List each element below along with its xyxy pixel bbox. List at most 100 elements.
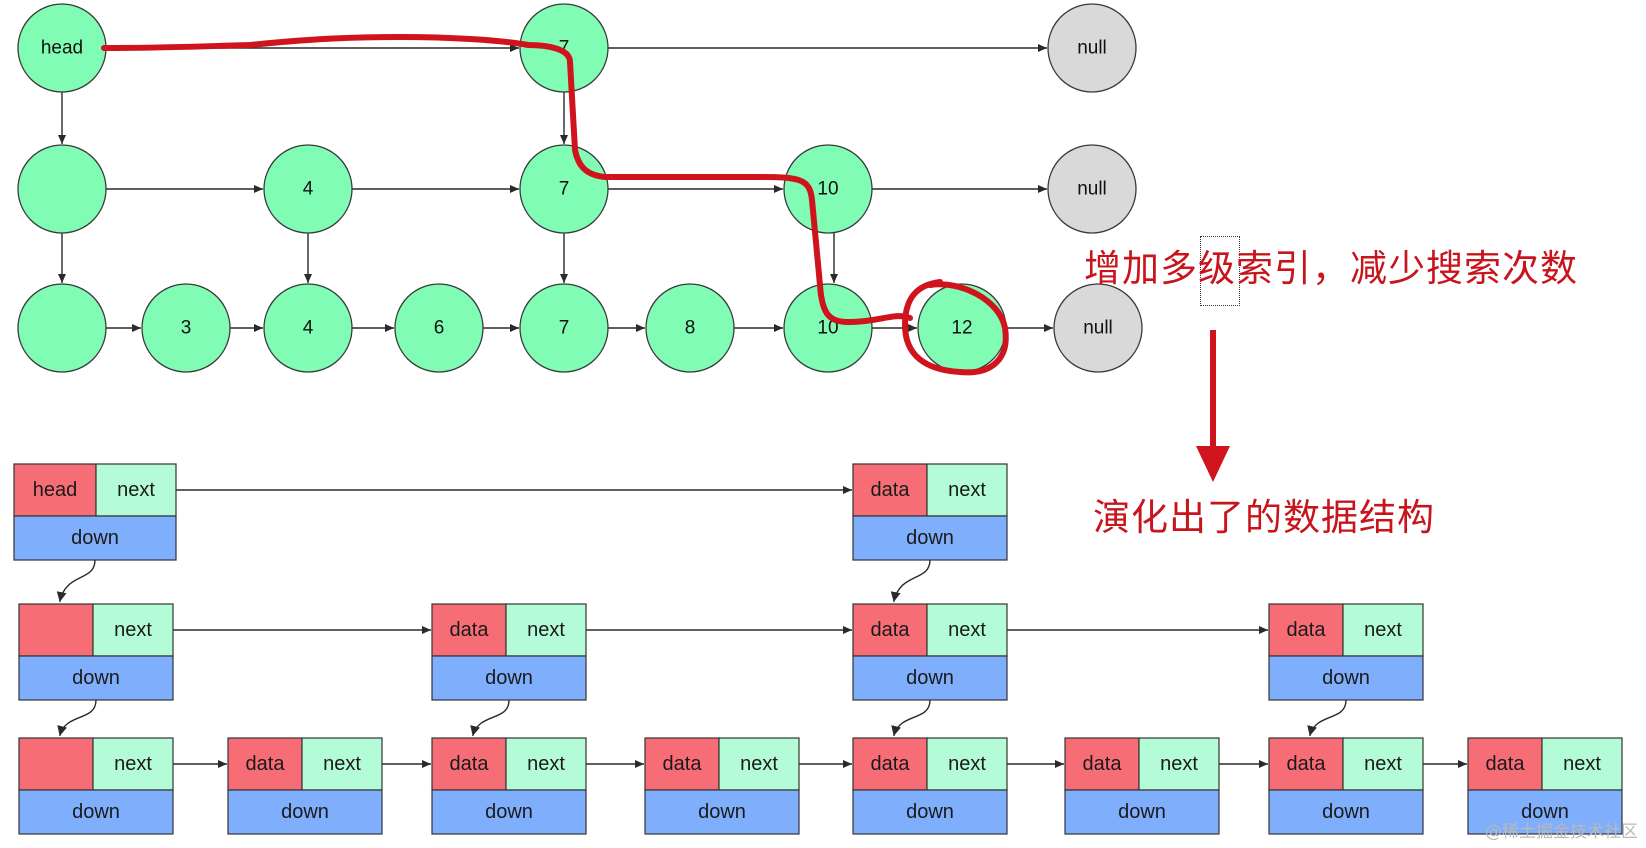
data-cell	[18, 603, 94, 657]
down-label: down	[485, 667, 533, 689]
skiplist-node	[783, 283, 873, 373]
next-label: next	[323, 753, 361, 775]
data-label: data	[871, 619, 911, 641]
node-label: 4	[303, 179, 314, 200]
null-node	[1053, 283, 1143, 373]
data-label: data	[1287, 753, 1327, 775]
down-label: down	[72, 667, 120, 689]
skiplist-node	[263, 283, 353, 373]
next-label: next	[948, 753, 986, 775]
next-cell	[718, 737, 800, 791]
data-cell	[431, 737, 507, 791]
next-cell	[926, 603, 1008, 657]
next-cell	[926, 463, 1008, 517]
skiplist-node	[394, 283, 484, 373]
down-label: down	[485, 801, 533, 823]
down-label: down	[698, 801, 746, 823]
next-cell	[1342, 737, 1424, 791]
skiplist-node	[141, 283, 231, 373]
down-label: down	[71, 527, 119, 549]
skiplist-node	[519, 283, 609, 373]
skiplist-edges	[58, 44, 1053, 332]
down-label: down	[1322, 667, 1370, 689]
annotation-evolved: 演化出了的数据结构	[1093, 496, 1435, 539]
next-cell	[1342, 603, 1424, 657]
data-cell	[13, 463, 97, 517]
node-label: 7	[559, 179, 570, 200]
head-node	[17, 283, 107, 373]
down-cell	[1467, 789, 1623, 835]
skiplist-node	[783, 144, 873, 234]
data-cell	[1064, 737, 1140, 791]
dotted-highlight-box	[1200, 236, 1240, 306]
structure-down-arrow	[891, 699, 931, 737]
down-cell	[1268, 789, 1424, 835]
search-path	[101, 34, 913, 325]
node-label: head	[41, 38, 83, 59]
down-cell	[852, 655, 1008, 701]
structure-down-arrow	[890, 559, 931, 603]
data-label: data	[1486, 753, 1526, 775]
annotation-multi-index: 增加多级索引，减少搜索次数	[1084, 247, 1578, 290]
node-label: 12	[951, 318, 972, 339]
node-label: null	[1077, 38, 1107, 59]
structure-edges	[56, 486, 1467, 768]
next-label: next	[1364, 619, 1402, 641]
skiplist-node	[263, 144, 353, 234]
node-label: null	[1077, 179, 1107, 200]
node-label: 8	[685, 318, 696, 339]
down-label: down	[906, 801, 954, 823]
null-node	[1047, 3, 1137, 93]
down-label: down	[906, 667, 954, 689]
highlight-circle-12	[901, 279, 1009, 376]
down-label: down	[1322, 801, 1370, 823]
next-cell	[926, 737, 1008, 791]
down-cell	[1268, 655, 1424, 701]
next-cell	[92, 737, 174, 791]
down-label: down	[906, 527, 954, 549]
annotation-arrow	[1196, 330, 1230, 482]
head-node	[17, 144, 107, 234]
data-label: data	[663, 753, 703, 775]
data-label: data	[871, 479, 911, 501]
down-label: down	[1521, 801, 1569, 823]
next-label: next	[114, 619, 152, 641]
node-label: 7	[559, 318, 570, 339]
node-label: 10	[817, 318, 838, 339]
node-label: 4	[303, 318, 314, 339]
null-node	[1047, 144, 1137, 234]
next-cell	[92, 603, 174, 657]
watermark: @稀土掘金技术社区	[1485, 822, 1638, 842]
down-label: down	[72, 801, 120, 823]
next-label: next	[740, 753, 778, 775]
next-label: next	[1364, 753, 1402, 775]
data-label: data	[450, 753, 490, 775]
next-cell	[1138, 737, 1220, 791]
annotation-arrow-head	[1196, 446, 1230, 482]
next-label: next	[527, 753, 565, 775]
data-label: data	[871, 753, 911, 775]
data-label: data	[1083, 753, 1123, 775]
down-cell	[431, 655, 587, 701]
structure-down-arrow	[470, 699, 510, 737]
data-cell	[852, 463, 928, 517]
node-label: 10	[817, 179, 838, 200]
data-cell	[1467, 737, 1543, 791]
structure-down-arrow	[57, 699, 97, 737]
structure-down-arrow	[1307, 699, 1347, 737]
next-label: next	[948, 619, 986, 641]
down-cell	[1064, 789, 1220, 835]
skiplist-node	[519, 3, 609, 93]
data-cell	[852, 603, 928, 657]
node-label: null	[1083, 318, 1113, 339]
data-label: data	[246, 753, 286, 775]
next-label: next	[1160, 753, 1198, 775]
down-cell	[13, 515, 177, 561]
next-label: next	[114, 753, 152, 775]
down-cell	[18, 655, 174, 701]
down-label: down	[1118, 801, 1166, 823]
down-cell	[431, 789, 587, 835]
data-label: data	[1287, 619, 1327, 641]
